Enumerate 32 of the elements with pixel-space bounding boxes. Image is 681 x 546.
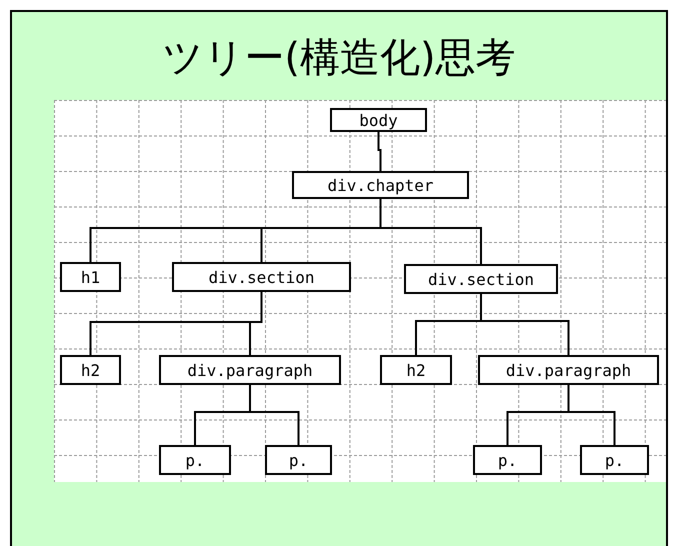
node-label: p. (604, 450, 624, 470)
tree-node-box (580, 445, 649, 475)
node-label: h2 (406, 360, 426, 380)
node-label: div.paragraph (506, 360, 632, 380)
tree-node-box (60, 262, 121, 292)
node-label: div.section (208, 268, 314, 286)
tree-connector (249, 385, 300, 445)
title: ツリー(構造化)思考 (162, 34, 516, 83)
node-label: p. (288, 450, 308, 470)
tree-connector (568, 385, 616, 445)
tree-node-box (159, 355, 341, 385)
tree-connector (249, 292, 262, 355)
node-label: p. (185, 450, 205, 470)
tree-node-box (172, 262, 351, 292)
node-label: div.paragraph (187, 360, 313, 380)
tree-connector (378, 132, 382, 171)
tree-node-box (265, 445, 332, 475)
node-label: div.section (428, 270, 534, 288)
tree-node-box (159, 445, 231, 475)
node-label: h1 (80, 268, 100, 286)
tree-node-box (380, 355, 452, 385)
tree-node-box (478, 355, 659, 385)
tree-node-box (404, 264, 558, 294)
tree-node-box (292, 171, 469, 199)
node-label: p. (498, 450, 518, 470)
tree-node-box (60, 355, 121, 385)
node-label: body (359, 110, 398, 130)
tree-node-box (330, 108, 427, 132)
node-label: div.chapter (328, 176, 434, 194)
tree-connector (480, 294, 570, 355)
tree-node-box (473, 445, 542, 475)
node-label: h2 (80, 360, 100, 380)
